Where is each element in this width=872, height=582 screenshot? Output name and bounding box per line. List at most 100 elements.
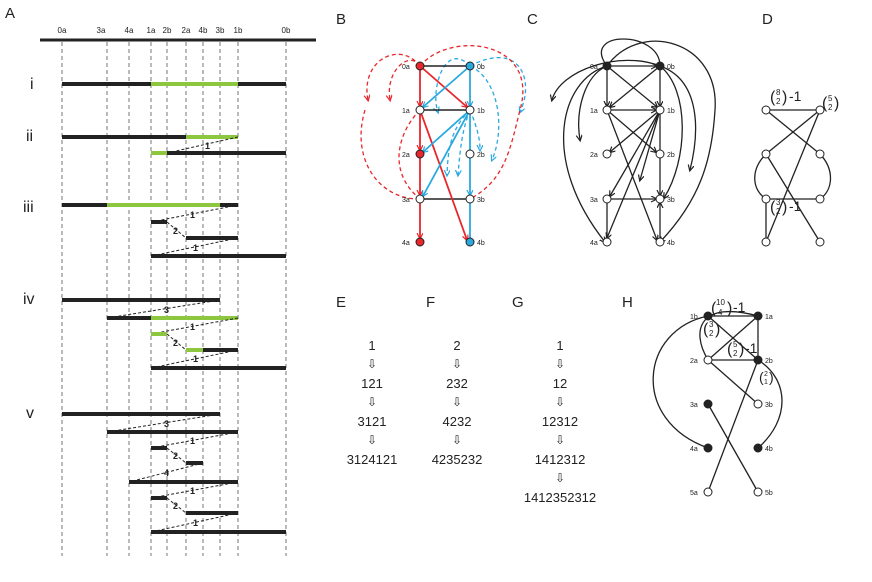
tick-1a: 1a (147, 26, 156, 35)
row-iii-bars: 1 2 1 (62, 203, 286, 258)
node-label-1a: 1a (765, 314, 773, 321)
tick-0a: 0a (58, 26, 67, 35)
node-label-3b: 3b (477, 197, 485, 204)
segment-num: 1 (190, 436, 195, 446)
sequence-item: 2 (453, 338, 460, 353)
node-label-3a: 3a (402, 197, 410, 204)
down-arrow-icon: ⇩ (555, 357, 565, 371)
node-label-5b: 5b (765, 490, 773, 497)
svg-text:4: 4 (718, 308, 723, 317)
down-arrow-icon: ⇩ (555, 395, 565, 409)
node-label-3a: 3a (690, 402, 698, 409)
binomial-d-bottom: ( 3 2 ) -1 (770, 198, 802, 216)
segment-num: 1 (193, 243, 198, 253)
node-label-1a: 1a (590, 108, 598, 115)
tick-labels: 0a 3a 4a 1a 2b 2a 4b 3b 1b 0b (58, 26, 291, 35)
tick-1b: 1b (234, 26, 243, 35)
tick-4b: 4b (199, 26, 208, 35)
sequence-item: 3124121 (347, 452, 398, 467)
row-v-bars: 3 1 2 4 1 2 1 (62, 412, 286, 534)
svg-text:): ) (834, 95, 839, 112)
node-label-1b: 1b (690, 314, 698, 321)
svg-text:-1: -1 (789, 88, 802, 104)
panel-b-node-labels: 0a 0b 1a 1b 2a 2b 3a 3b 4a 4b (402, 64, 485, 247)
binomial-d-top-left: ( 8 2 ) -1 (770, 88, 802, 106)
node-label-0b: 0b (667, 64, 675, 71)
vertical-guides (61, 42, 287, 556)
sequence-item: 12 (553, 376, 567, 391)
tick-3a: 3a (97, 26, 106, 35)
panel-label-c: C (527, 11, 538, 28)
down-arrow-icon: ⇩ (367, 395, 377, 409)
svg-text:2: 2 (709, 329, 714, 338)
svg-text:): ) (769, 369, 774, 385)
binomial-h-left: ( 3 2 ) (703, 320, 720, 338)
svg-text:(: ( (770, 199, 776, 216)
svg-text:(: ( (727, 341, 733, 358)
svg-text:1: 1 (764, 379, 768, 386)
node-label-2a: 2a (590, 152, 598, 159)
node-label-2b: 2b (477, 152, 485, 159)
svg-text:3: 3 (709, 320, 714, 329)
node-label-3b: 3b (765, 402, 773, 409)
row-label-v: v (26, 405, 34, 422)
svg-text:2: 2 (828, 103, 833, 112)
sequence-item: 1 (368, 338, 375, 353)
row-iv-bars: 3 1 2 1 (62, 298, 286, 370)
panel-h-nodes (703, 311, 763, 497)
svg-text:): ) (782, 199, 787, 216)
node-label-1b: 1b (667, 108, 675, 115)
tick-2a: 2a (182, 26, 191, 35)
segment-num: 4 (164, 468, 169, 478)
panel-b-nodes (415, 61, 475, 247)
row-label-i: i (30, 76, 34, 93)
tick-4a: 4a (125, 26, 134, 35)
node-label-4a: 4a (690, 446, 698, 453)
panel-label-d: D (762, 11, 773, 28)
node-label-1b: 1b (477, 108, 485, 115)
svg-text:-1: -1 (789, 198, 802, 214)
down-arrow-icon: ⇩ (555, 471, 565, 485)
sequence-item: 12312 (542, 414, 578, 429)
svg-text:8: 8 (776, 88, 781, 97)
down-arrow-icon: ⇩ (367, 433, 377, 447)
row-label-iv: iv (23, 291, 35, 308)
segment-num: 2 (173, 226, 178, 236)
panel-f: F 2 ⇩ 232 ⇩ 4232 ⇩ 4235232 (426, 294, 482, 467)
node-label-4b: 4b (765, 446, 773, 453)
row-label-iii: iii (23, 199, 34, 216)
sequence-item: 3121 (358, 414, 387, 429)
sequence-item: 121 (361, 376, 383, 391)
binomial-h-mid: ( 5 2 ) -1 (727, 340, 758, 358)
panel-e: E 1 ⇩ 121 ⇩ 3121 ⇩ 3124121 (336, 294, 397, 467)
sequence-item: 1412312 (535, 452, 586, 467)
node-label-2a: 2a (690, 358, 698, 365)
tick-0b: 0b (282, 26, 291, 35)
down-arrow-icon: ⇩ (555, 433, 565, 447)
node-label-2b: 2b (765, 358, 773, 365)
node-label-0a: 0a (590, 64, 598, 71)
svg-text:5: 5 (733, 340, 738, 349)
node-label-0b: 0b (477, 64, 485, 71)
panel-h: H 1b 1a 2a (622, 294, 783, 497)
svg-text:): ) (782, 89, 787, 106)
segment-num: 2 (173, 451, 178, 461)
svg-text:(: ( (759, 369, 764, 385)
panel-d: D ( 8 2 ) -1 (754, 11, 839, 247)
node-label-4a: 4a (402, 240, 410, 247)
segment-num: 1 (190, 322, 195, 332)
down-arrow-icon: ⇩ (367, 357, 377, 371)
binomial-d-top-right: ( 5 2 ) (822, 94, 839, 112)
binomial-h-right: ( 2 1 ) (759, 369, 774, 386)
node-label-2b: 2b (667, 152, 675, 159)
panel-label-b: B (336, 11, 346, 28)
panel-b: B (336, 11, 527, 247)
binomial-h-top: ( 10 4 ) -1 (711, 298, 746, 317)
row-ii-bars: 1 (62, 135, 286, 155)
svg-text:10: 10 (716, 298, 725, 307)
sequence-item: 1412352312 (524, 490, 596, 505)
node-label-5a: 5a (690, 490, 698, 497)
panel-c-node-labels: 0a 0b 1a 1b 2a 2b 3a 3b 4a 4b (590, 64, 675, 247)
svg-text:(: ( (770, 89, 776, 106)
sequence-item: 4232 (443, 414, 472, 429)
